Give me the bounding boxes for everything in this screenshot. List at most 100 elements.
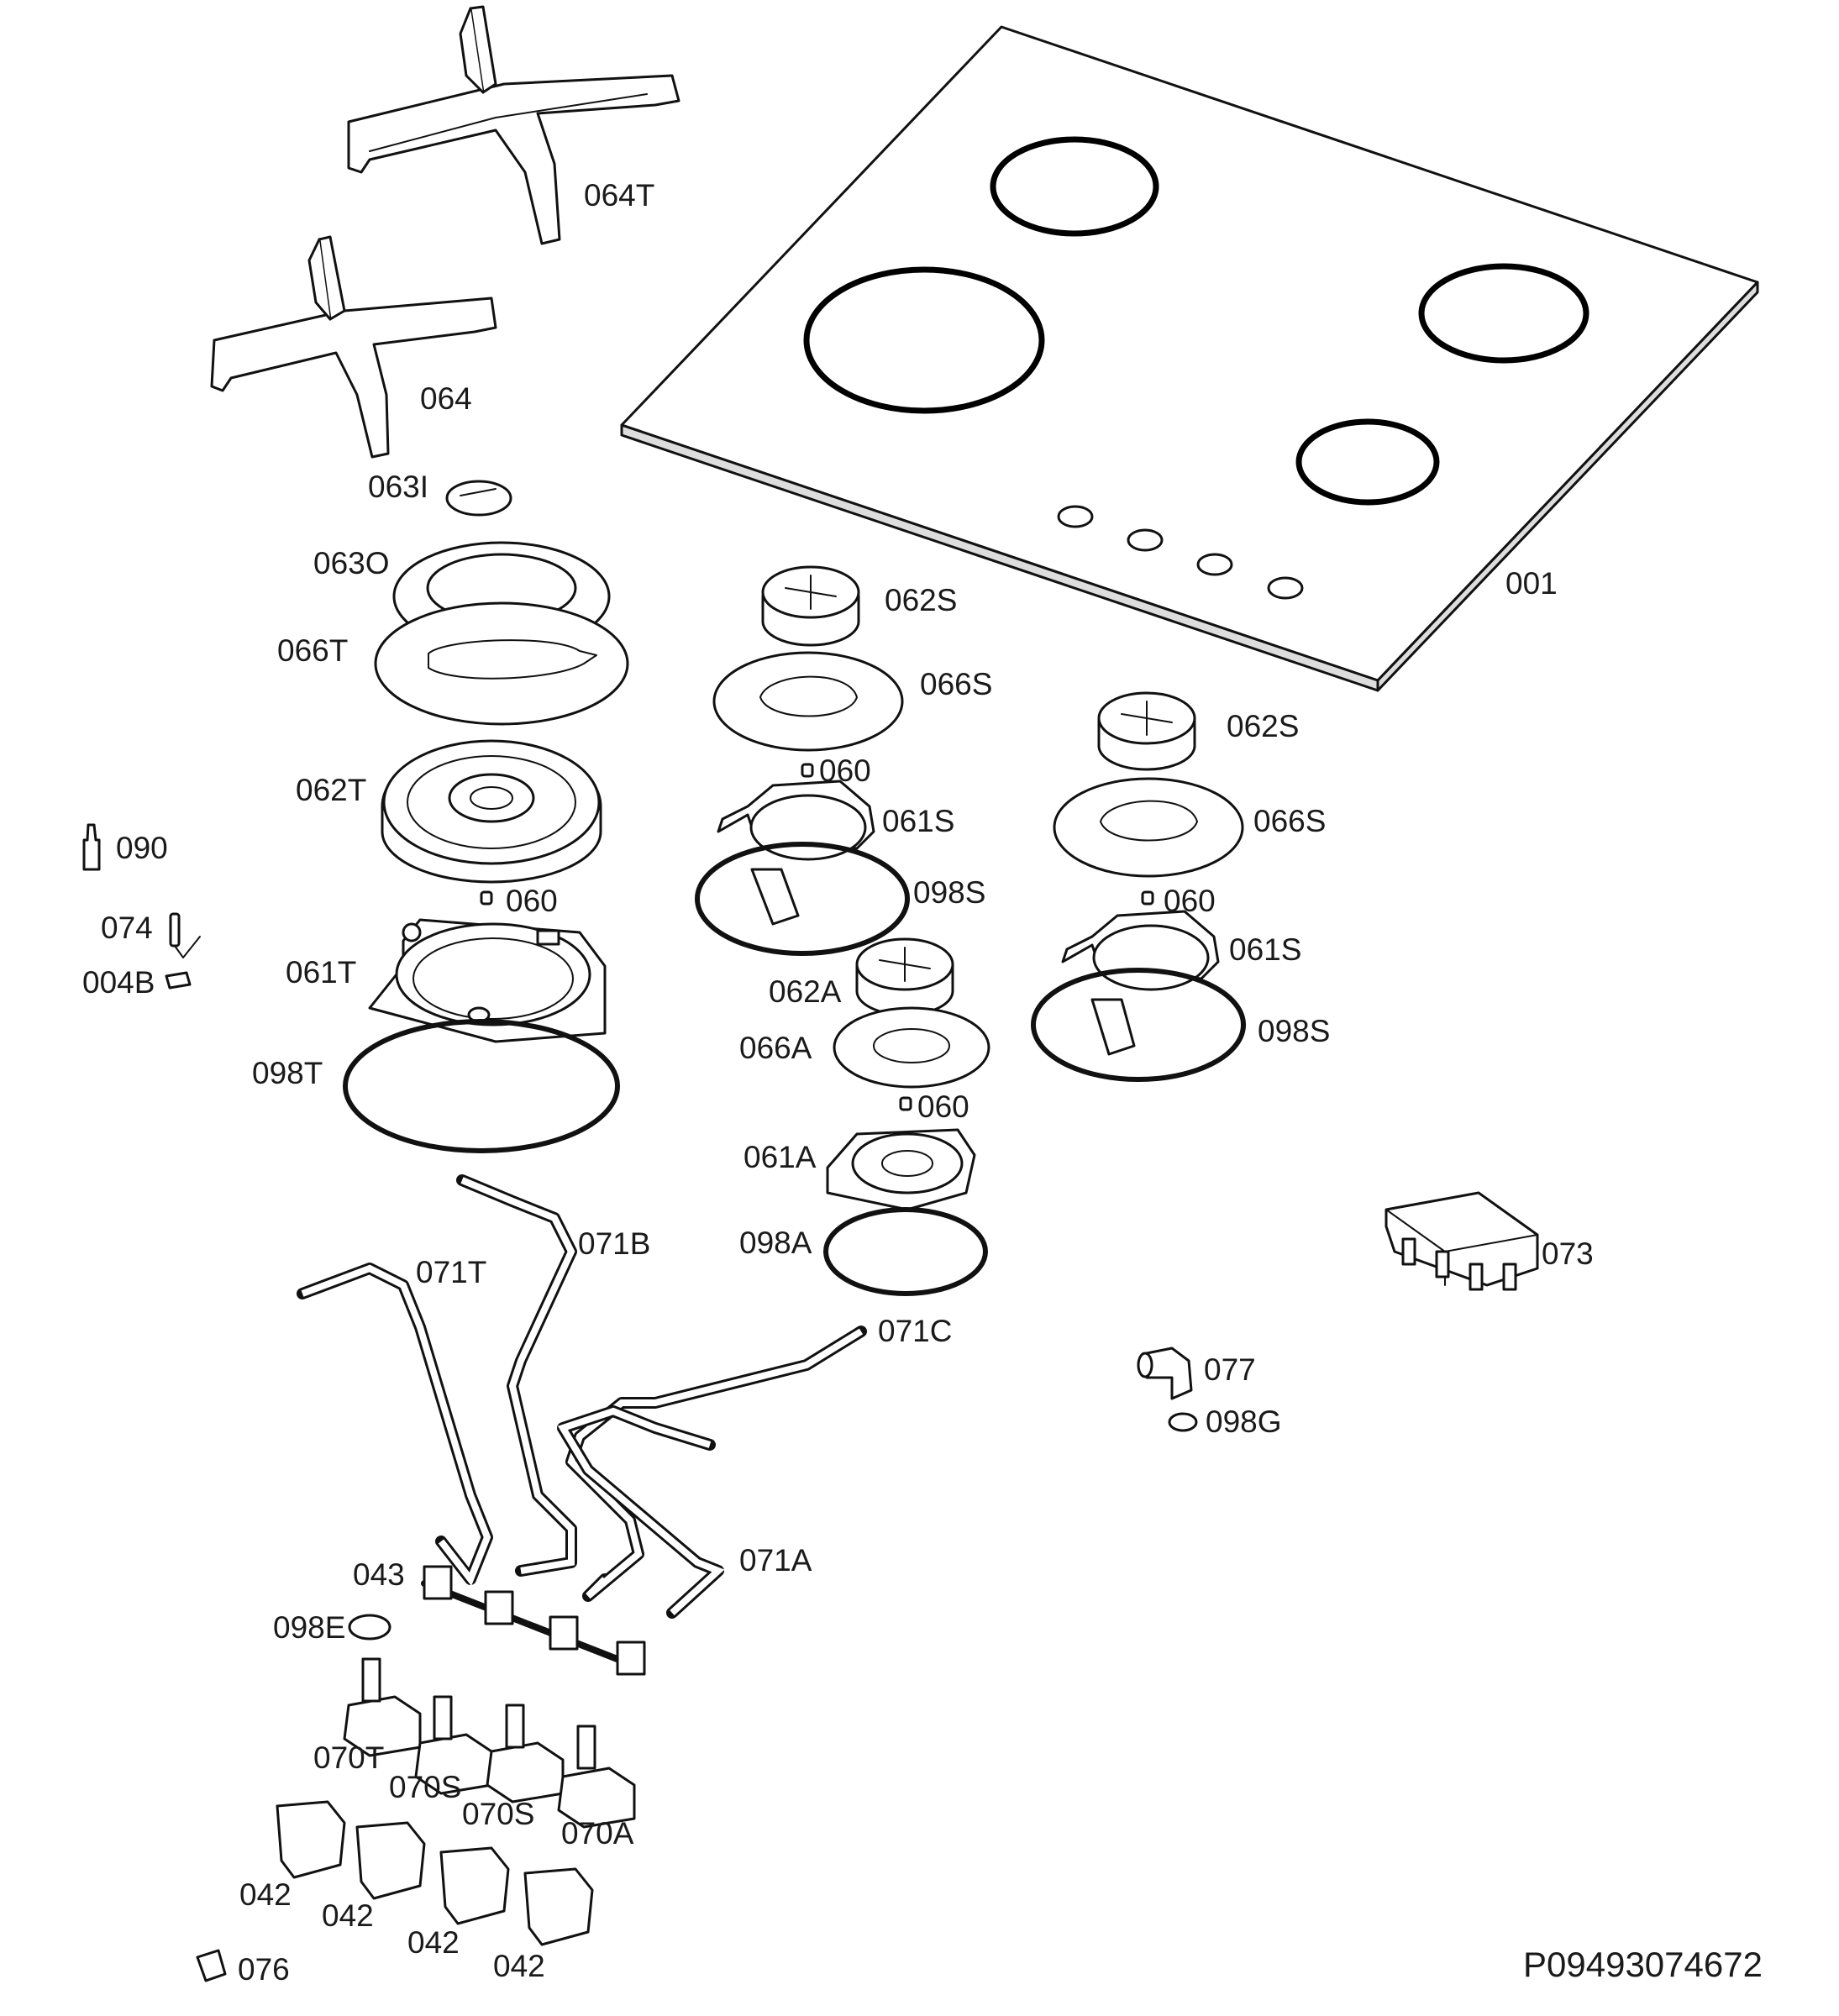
label-063I: 063I — [368, 470, 428, 504]
burner-crown-062S-b — [1097, 691, 1196, 771]
label-060-c: 060 — [917, 1089, 969, 1124]
label-061S-b: 061S — [1229, 932, 1301, 967]
burner-base-061T — [368, 918, 607, 1043]
injector-060-semi-b — [1141, 890, 1154, 906]
label-061T: 061T — [286, 955, 356, 990]
injector-060-triple — [480, 890, 493, 906]
knob-hole-4 — [1267, 576, 1304, 600]
burner-hole-rear — [990, 136, 1159, 237]
knob-hole-2 — [1127, 528, 1164, 552]
control-knob-042-b — [355, 1821, 426, 1900]
label-077: 077 — [1204, 1352, 1256, 1387]
label-062S-b: 062S — [1227, 709, 1299, 743]
pan-support-064T — [347, 5, 680, 245]
burner-hole-right — [1418, 263, 1589, 364]
gas-tap-070T — [343, 1657, 422, 1757]
burner-crown-062A — [855, 937, 954, 1016]
heat-shield-066S-b — [1053, 777, 1244, 878]
control-knob-042-d — [523, 1867, 594, 1946]
gasket-098T — [343, 1019, 620, 1153]
label-071C: 071C — [878, 1314, 952, 1348]
label-070T: 070T — [313, 1740, 384, 1775]
label-042-b: 042 — [322, 1898, 374, 1933]
ignition-generator-073 — [1385, 1191, 1539, 1291]
heat-shield-066A — [833, 1006, 990, 1089]
gas-tap-070A — [557, 1725, 636, 1829]
label-070S-a: 070S — [389, 1770, 461, 1804]
burner-base-061A — [826, 1128, 976, 1211]
clip-076 — [196, 1949, 227, 1982]
knob-hole-3 — [1196, 553, 1233, 576]
label-004B: 004B — [82, 965, 155, 1000]
diagram-code: P09493074672 — [1523, 1945, 1763, 1984]
gasket-098S-a — [695, 842, 910, 956]
label-066S-b: 066S — [1253, 804, 1326, 838]
label-066T: 066T — [277, 633, 348, 668]
thermocouple-074 — [169, 912, 201, 958]
label-071T: 071T — [416, 1255, 486, 1289]
label-098T: 098T — [252, 1056, 323, 1090]
knob-hole-1 — [1057, 505, 1094, 528]
label-061A: 061A — [743, 1140, 817, 1174]
label-071A: 071A — [739, 1543, 812, 1578]
label-098A: 098A — [739, 1226, 812, 1260]
label-064: 064 — [420, 381, 472, 416]
gas-tap-070S-a — [414, 1695, 493, 1795]
spark-plug-090 — [82, 823, 101, 871]
label-098S-b: 098S — [1258, 1014, 1330, 1048]
label-074: 074 — [101, 911, 153, 945]
label-066S-a: 066S — [920, 667, 992, 701]
gasket-098A — [823, 1207, 988, 1296]
label-060-b: 060 — [1164, 884, 1216, 918]
label-042-d: 042 — [493, 1949, 545, 1983]
label-071B: 071B — [578, 1226, 650, 1261]
control-knob-042-c — [439, 1846, 510, 1925]
label-042-c: 042 — [407, 1925, 460, 1960]
burner-hole-small — [1295, 418, 1440, 506]
injector-060-aux — [899, 1096, 912, 1111]
label-070A: 070A — [561, 1816, 634, 1851]
label-042-a: 042 — [239, 1877, 292, 1912]
label-076: 076 — [238, 1952, 290, 1987]
burner-cap-063I — [445, 480, 512, 517]
gas-pipe-071B — [456, 1174, 577, 1577]
label-060-a: 060 — [819, 753, 871, 788]
label-098S-a: 098S — [913, 875, 985, 910]
gas-rail-043 — [421, 1565, 646, 1676]
label-062T: 062T — [296, 773, 366, 807]
label-090: 090 — [116, 831, 168, 865]
label-098E: 098E — [273, 1610, 345, 1645]
washer-098E — [348, 1614, 391, 1641]
label-063O: 063O — [313, 546, 390, 580]
hob-top-plate-001 — [620, 25, 1759, 692]
washer-098G — [1168, 1412, 1198, 1432]
label-073: 073 — [1542, 1236, 1594, 1271]
burner-base-061S-b — [1061, 910, 1220, 1056]
label-062S-a: 062S — [885, 583, 957, 617]
label-061S-a: 061S — [882, 804, 954, 838]
control-knob-042-a — [276, 1800, 346, 1879]
label-064T: 064T — [584, 178, 654, 213]
heat-shield-066S-a — [712, 651, 904, 752]
injector-060-semi-a — [801, 763, 814, 778]
clip-004B — [165, 971, 192, 990]
gas-pipe-071C — [565, 1326, 867, 1602]
label-060-triple: 060 — [506, 884, 558, 918]
label-098G: 098G — [1206, 1404, 1282, 1439]
pan-support-064 — [210, 235, 497, 459]
gasket-098S-b — [1031, 968, 1246, 1082]
gas-pipe-071T — [297, 1263, 493, 1586]
gas-tap-070S-b — [486, 1704, 565, 1803]
label-070S-b: 070S — [462, 1797, 534, 1831]
label-043: 043 — [353, 1557, 405, 1592]
label-001: 001 — [1505, 566, 1558, 601]
burner-crown-062S-a — [761, 565, 860, 647]
gas-pipe-071A — [557, 1405, 725, 1619]
heat-shield-066T — [374, 601, 629, 726]
burner-hole-large — [803, 266, 1045, 414]
label-062A: 062A — [769, 974, 842, 1009]
elbow-connector-077 — [1137, 1347, 1193, 1400]
label-066A: 066A — [739, 1031, 812, 1065]
burner-crown-062T — [381, 739, 602, 884]
